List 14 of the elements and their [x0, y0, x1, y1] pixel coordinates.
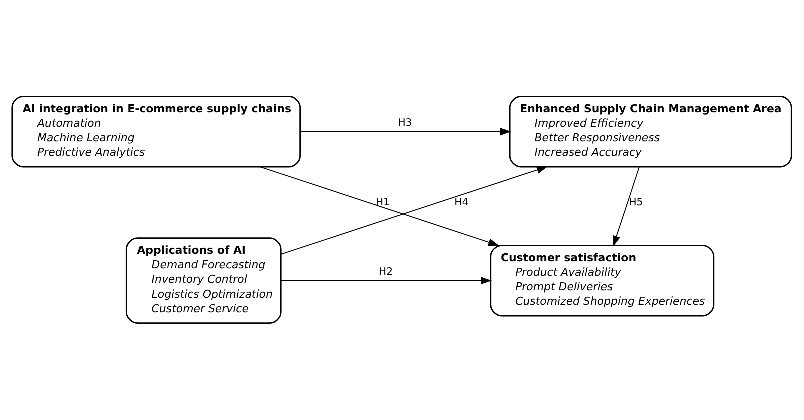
node-box: Enhanced Supply Chain Management Area Improved Efficiency Better Responsiveness Increased Accuracy	[509, 96, 792, 168]
edge-label: H3	[398, 118, 412, 130]
node-box: Applications of AI Demand Forecasting Inventory Control Logistics Optimization Customer Service	[126, 238, 282, 324]
arrow	[280, 166, 548, 255]
arrow	[300, 128, 512, 136]
node-box: Customer satisfaction Product Availability Prompt Deliveries Customized Shopping Experiences	[490, 244, 715, 317]
arrow	[613, 166, 640, 247]
edge-label: H4	[454, 197, 469, 208]
arrow	[260, 166, 500, 246]
arrow	[280, 277, 492, 285]
edge-label: H5	[629, 197, 644, 208]
edge-label: H1	[376, 197, 390, 208]
edge-label: H2	[379, 267, 393, 278]
node-box: AI integration in E-commerce supply chains Automation Machine Learning Predictive Analytics	[12, 96, 301, 168]
